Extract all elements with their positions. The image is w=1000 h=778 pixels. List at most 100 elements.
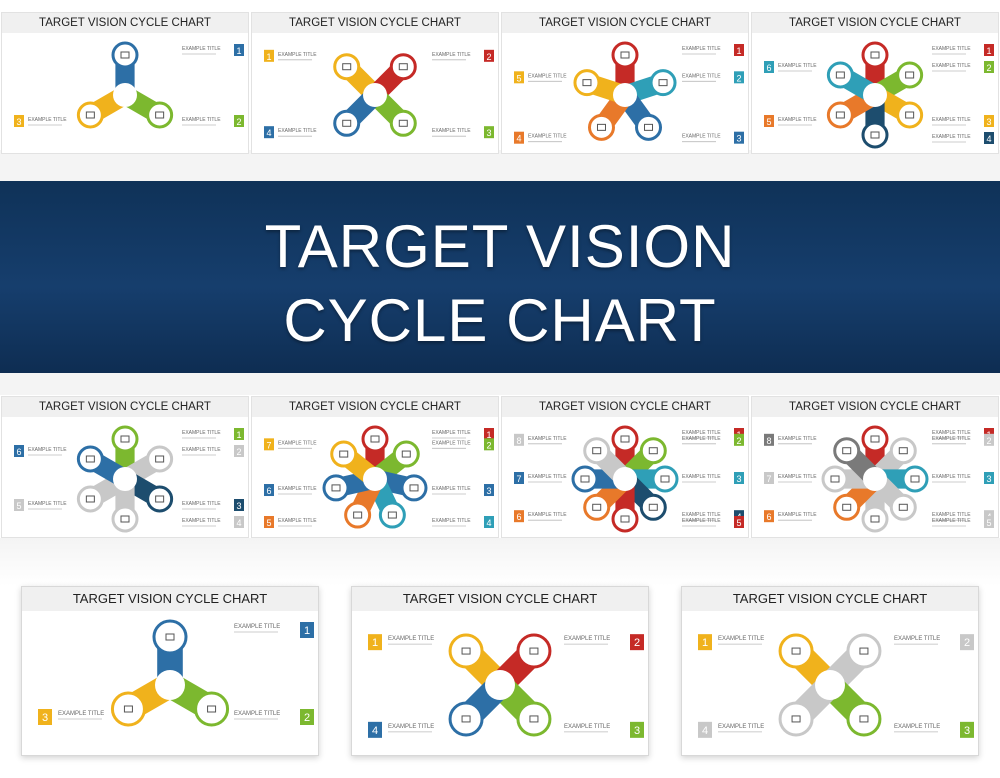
item-title: EXAMPLE TITLE — [778, 117, 817, 123]
item-title: EXAMPLE TITLE — [182, 430, 221, 436]
chart-icon — [835, 111, 845, 119]
number-badge-label: 7 — [516, 474, 521, 484]
chart-icon — [870, 131, 880, 139]
number-badge-label: 6 — [516, 512, 521, 522]
petal-icon-circle — [111, 505, 139, 533]
petal-icon-circle — [778, 633, 814, 669]
petal-icon-circle — [889, 437, 917, 465]
number-badge-label: 3 — [486, 486, 491, 496]
number-badge — [484, 49, 494, 62]
number-badge — [630, 634, 644, 651]
number-badge-label: 1 — [372, 637, 378, 649]
petal-icon-circle — [861, 121, 889, 149]
center-hub — [485, 670, 515, 700]
slide-title: TARGET VISION CYCLE CHART — [252, 13, 498, 33]
chart-icon — [342, 63, 352, 71]
number-badge — [264, 49, 274, 62]
center-hub — [363, 467, 387, 491]
chart-icon — [331, 484, 341, 492]
item-title: EXAMPLE TITLE — [564, 724, 610, 730]
petal-icon-circle — [322, 474, 350, 502]
chart-icon — [123, 705, 133, 713]
number-badge — [484, 516, 494, 528]
chart-icon — [870, 435, 880, 443]
number-badge — [764, 433, 774, 446]
number-badge — [264, 516, 274, 528]
item-title: EXAMPLE TITLE — [778, 63, 817, 69]
number-badge — [514, 71, 524, 84]
number-badge-label: 1 — [986, 46, 991, 56]
petal-icon-circle — [389, 53, 417, 81]
number-badge-label: 7 — [266, 440, 271, 450]
slide-title: TARGET VISION CYCLE CHART — [502, 397, 748, 417]
chart-icon — [835, 71, 845, 79]
petal-icon-circle — [378, 501, 406, 529]
number-badge — [984, 44, 994, 56]
chart-icon — [905, 111, 915, 119]
number-badge — [734, 44, 744, 56]
slide-title: TARGET VISION CYCLE CHART — [752, 397, 998, 417]
chart-icon — [165, 633, 175, 641]
petal-icon-circle — [611, 41, 639, 69]
petal-icon-circle — [846, 633, 882, 669]
item-title: EXAMPLE TITLE — [932, 430, 971, 436]
number-badge-label: 3 — [986, 474, 991, 484]
number-badge-label: 4 — [486, 518, 491, 528]
chart-icon — [353, 511, 363, 519]
chart-icon — [830, 475, 840, 483]
item-title: EXAMPLE TITLE — [682, 436, 721, 442]
chart-icon — [401, 450, 411, 458]
petal-icon-circle — [152, 619, 188, 655]
number-badge-label: 6 — [16, 447, 21, 457]
number-badge — [514, 433, 524, 446]
petal-icon-circle — [778, 701, 814, 737]
number-badge — [38, 709, 52, 725]
petal-icon-circle — [573, 69, 601, 97]
center-hub — [863, 467, 887, 491]
number-badge — [234, 445, 244, 457]
number-badge — [984, 433, 994, 446]
chart-icon — [120, 435, 130, 443]
number-badge-label: 2 — [486, 52, 491, 62]
item-title: EXAMPLE TITLE — [682, 474, 721, 480]
number-badge-label: 5 — [986, 518, 991, 528]
banner-title-line-1: TARGET VISION — [264, 213, 736, 280]
item-title: EXAMPLE TITLE — [718, 724, 764, 730]
number-badge — [264, 126, 274, 139]
petal-icon-circle — [639, 437, 667, 465]
petal-icon-circle — [861, 41, 889, 69]
petal-icon-circle — [635, 113, 663, 141]
chart-icon — [370, 435, 380, 443]
item-title: EXAMPLE TITLE — [278, 518, 317, 524]
chart-icon — [120, 51, 130, 59]
background-band — [0, 373, 1000, 395]
number-badge — [234, 499, 244, 511]
chart-icon — [120, 515, 130, 523]
item-title: EXAMPLE TITLE — [388, 724, 434, 730]
petal-icon-circle — [651, 465, 679, 493]
petal-icon-circle — [826, 101, 854, 129]
item-title: EXAMPLE TITLE — [182, 447, 221, 453]
number-badge-label: 5 — [266, 518, 271, 528]
number-badge-label: 5 — [766, 117, 771, 127]
slide-title: TARGET VISION CYCLE CHART — [682, 587, 978, 611]
petal-icon-circle — [76, 445, 104, 473]
chart-icon — [529, 647, 539, 655]
number-badge — [484, 428, 494, 440]
item-title: EXAMPLE TITLE — [932, 117, 971, 123]
number-badge-label: 2 — [964, 637, 970, 649]
